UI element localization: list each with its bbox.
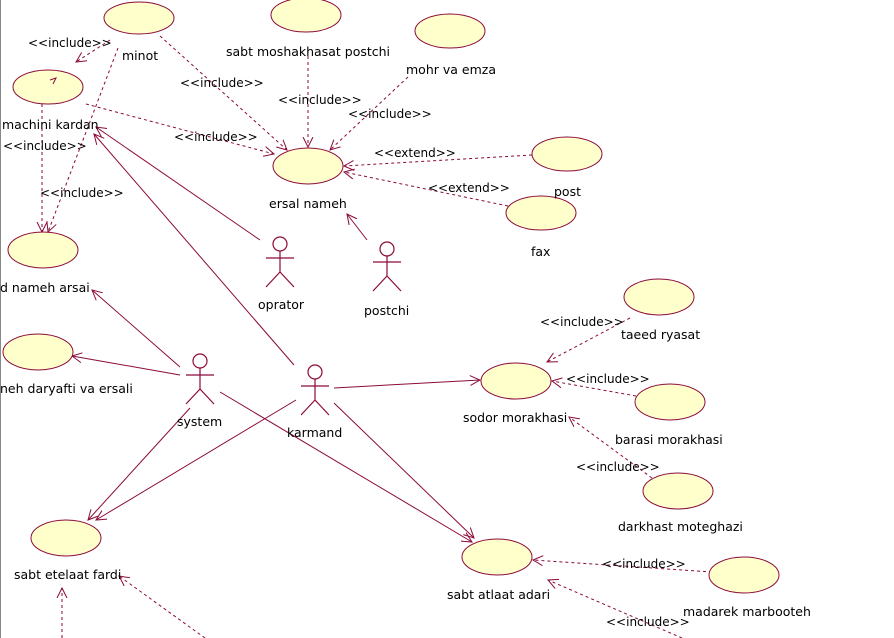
- include-minot-to-machini: [76, 39, 111, 62]
- use-case-label: sabt atlaat adari: [447, 587, 550, 602]
- include-extra-to-atlaat: [548, 580, 683, 638]
- actor-oprator[interactable]: [265, 236, 295, 288]
- include-label: <<include>>: [606, 615, 690, 629]
- include-machini-to-ersal: [85, 103, 274, 154]
- use-case-label: sabt etelaat fardi: [14, 567, 121, 582]
- use-case-machini-kardan[interactable]: [12, 69, 84, 105]
- use-case-barasi-morakhasi[interactable]: [634, 383, 706, 421]
- use-case-label: barasi morakhasi: [615, 432, 723, 447]
- use-case-ersal-nameh[interactable]: [272, 147, 344, 185]
- include-darkhast-to-sodor: [569, 417, 653, 479]
- use-case-label: sabt moshakhasat postchi: [226, 44, 390, 59]
- use-case-mohr-va-emza[interactable]: [414, 13, 486, 49]
- use-case-label: sodor morakhasi: [463, 410, 567, 425]
- actor-system[interactable]: [185, 353, 215, 405]
- use-case-label: darkhast moteghazi: [618, 519, 743, 534]
- include-label: <<include>>: [348, 107, 432, 121]
- include-label: <<include>>: [40, 186, 124, 200]
- extend-label: <<extend>>: [374, 146, 456, 160]
- extend-post-to-ersal: [344, 154, 533, 166]
- use-case-label: mohr va emza: [406, 62, 496, 77]
- use-case-darkhast-moteghazi[interactable]: [642, 472, 714, 510]
- actor-head-icon: [379, 241, 395, 257]
- use-case-label: madarek marbooteh: [683, 604, 811, 619]
- actor-karmand[interactable]: [300, 364, 330, 416]
- use-case-label: minot: [122, 48, 158, 63]
- use-case-sodor-morakhasi[interactable]: [480, 362, 552, 400]
- assoc-system-nameh-arsai: [92, 290, 181, 368]
- use-case-label: neh daryafti va ersali: [0, 381, 133, 396]
- actor-head-icon: [192, 353, 208, 369]
- assoc-system-nameh-daryafti: [72, 356, 181, 376]
- assoc-oprator-machini: [96, 127, 261, 241]
- assoc-karmand-fardi: [96, 399, 297, 520]
- include-label: <<include>>: [174, 130, 258, 144]
- include-label: <<include>>: [566, 372, 650, 386]
- assoc-postchi-ersal: [347, 214, 368, 241]
- use-case-nameh-arsai[interactable]: [7, 231, 79, 269]
- actor-head-icon: [307, 364, 323, 380]
- use-case-label: post: [554, 184, 581, 199]
- use-case-label: d nameh arsai: [0, 280, 90, 295]
- assoc-karmand-machini: [94, 134, 295, 366]
- use-case-nameh-daryafti[interactable]: [2, 333, 74, 371]
- use-case-sabt-etelaat-fardi[interactable]: [30, 519, 102, 557]
- use-case-label: ersal nameh: [269, 196, 347, 211]
- use-case-label: fax: [531, 244, 550, 259]
- include-label: <<include>>: [180, 76, 264, 90]
- include-label: <<include>>: [576, 460, 660, 474]
- actor-label: system: [177, 414, 222, 429]
- extend-fax-to-ersal: [344, 172, 509, 207]
- include-label: <<include>>: [602, 557, 686, 571]
- use-case-minot[interactable]: [103, 1, 175, 35]
- actor-head-icon: [272, 236, 288, 252]
- include-minot-to-nameh-arsai: [48, 47, 119, 232]
- use-case-label: machini kardan: [2, 117, 99, 132]
- actor-label: oprator: [258, 297, 305, 312]
- include-label: <<include>>: [278, 93, 362, 107]
- actor-label: postchi: [364, 303, 409, 318]
- include-label: <<include>>: [540, 315, 624, 329]
- assoc-karmand-sodor: [333, 380, 480, 389]
- use-case-fax[interactable]: [505, 195, 577, 231]
- use-case-sabt-atlaat-adari[interactable]: [461, 538, 533, 576]
- use-case-madarek-marbooteh[interactable]: [708, 556, 780, 594]
- ellipse-arrow-tip: [49, 77, 57, 85]
- include-taeed-to-sodor: [547, 317, 631, 362]
- actor-label: karmand: [287, 425, 342, 440]
- assoc-system-atlaat: [219, 391, 472, 542]
- use-case-sabt-moshakhasat-postchi[interactable]: [270, 0, 342, 33]
- include-minot-to-ersal: [159, 35, 287, 150]
- assoc-system-fardi: [88, 407, 191, 520]
- extend-label: <<extend>>: [428, 181, 510, 195]
- actor-postchi[interactable]: [372, 241, 402, 292]
- use-case-post[interactable]: [531, 136, 603, 172]
- include-barasi-to-sodor: [552, 381, 637, 397]
- include-bottom-to-fardi-2: [119, 576, 206, 638]
- use-case-label: taeed ryasat: [621, 327, 700, 342]
- assoc-karmand-atlaat: [333, 402, 474, 538]
- use-case-taeed-ryasat[interactable]: [623, 278, 695, 316]
- include-label: <<include>>: [3, 139, 87, 153]
- include-label: <<include>>: [28, 36, 112, 50]
